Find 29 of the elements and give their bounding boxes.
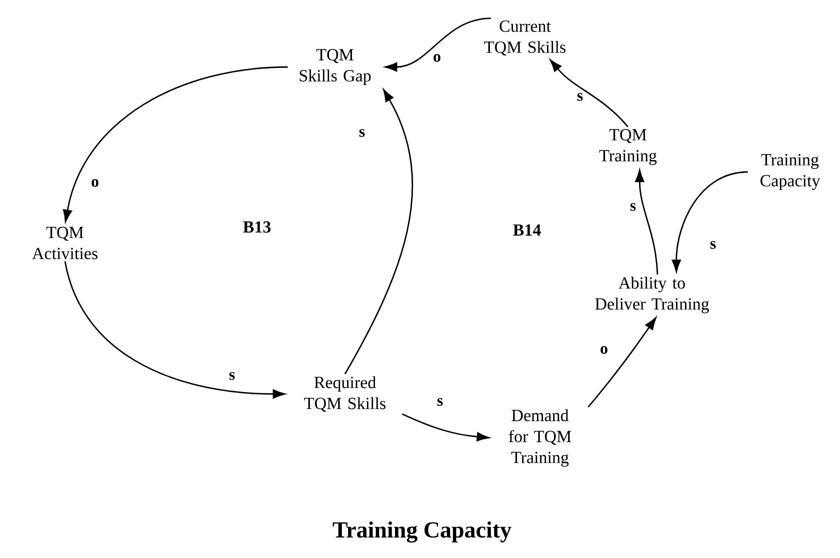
- polarity-label: s: [628, 202, 638, 212]
- variable-label: Training Capacity: [760, 154, 820, 190]
- arrow: [672, 171, 748, 272]
- arrow: [344, 89, 414, 374]
- variable-label: Demand for TQM Training: [508, 409, 572, 467]
- variable-label: Required TQM Skills: [304, 376, 386, 412]
- caption: Training Capacity: [332, 521, 512, 543]
- polarity-label: o: [90, 178, 100, 188]
- polarity-label: s: [228, 371, 236, 381]
- arrow: [384, 18, 491, 72]
- arrow: [402, 413, 490, 442]
- arrow: [64, 261, 286, 399]
- polarity-label: s: [358, 128, 366, 138]
- variable-label: TQM Training: [599, 129, 657, 165]
- arrow: [63, 66, 288, 222]
- loop-label: B13: [243, 221, 271, 233]
- arrow: [550, 59, 629, 128]
- loop-label: B14: [513, 224, 541, 236]
- polarity-label: s: [436, 397, 444, 407]
- polarity-label: s: [576, 92, 584, 102]
- variable-label: TQM Activities: [32, 226, 98, 260]
- polarity-label: s: [708, 240, 718, 250]
- polarity-label: o: [599, 345, 609, 355]
- variable-label: Ability to Deliver Training: [595, 276, 709, 314]
- variable-label: TQM Skills Gap: [300, 49, 371, 85]
- polarity-label: o: [432, 53, 442, 63]
- variable-label: Current TQM Skills: [484, 20, 566, 56]
- arrow: [635, 170, 658, 275]
- arrow: [588, 317, 656, 408]
